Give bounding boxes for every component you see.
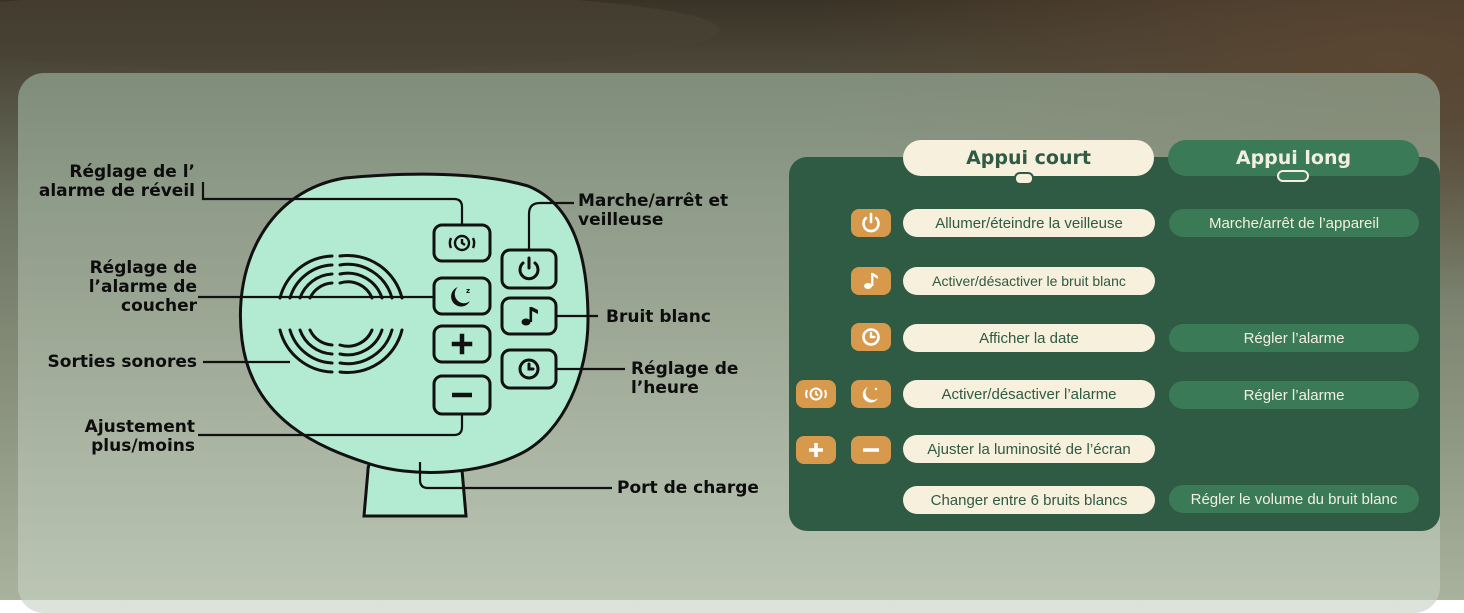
device-bedtime-button[interactable] — [432, 276, 492, 316]
table-plus-button — [796, 436, 836, 464]
row-3-short: Afficher la date — [903, 324, 1155, 352]
moon-icon: z — [451, 287, 470, 307]
device-note-button[interactable] — [500, 296, 558, 336]
clock-icon — [518, 358, 540, 380]
header-short-notch — [1014, 172, 1034, 185]
power-icon — [862, 212, 880, 233]
table-power-button — [851, 209, 891, 237]
music-note-icon — [521, 307, 538, 326]
music-note-icon — [864, 273, 878, 289]
row-5-short: Ajuster la luminosité de l’écran — [903, 435, 1155, 463]
row-1-long: Marche/arrêt de l’appareil — [1169, 209, 1419, 237]
table-note-button — [851, 267, 891, 295]
row-6-short: Changer entre 6 bruits blancs — [903, 486, 1155, 514]
row-4-long: Régler l’alarme — [1169, 381, 1419, 409]
plus-icon — [809, 443, 823, 457]
callout-charging: Port de charge — [617, 478, 759, 498]
callout-time: Réglage de l’heure — [631, 359, 739, 398]
header-long-notch — [1277, 170, 1309, 182]
alarm-clock-icon — [805, 387, 827, 401]
plus-icon — [451, 333, 473, 355]
table-alarm-button — [796, 380, 836, 408]
row-2-short: Activer/désactiver le bruit blanc — [903, 267, 1155, 295]
callout-white-noise: Bruit blanc — [606, 307, 711, 327]
callout-power: Marche/arrêt et veilleuse — [578, 191, 729, 230]
row-1-short: Allumer/éteindre la veilleuse — [903, 209, 1155, 237]
moon-icon — [862, 387, 878, 403]
table-clock-button — [851, 323, 891, 351]
row-4-short: Activer/désactiver l’alarme — [903, 380, 1155, 408]
callout-plus-minus: Ajustement plus/moins — [84, 417, 195, 456]
callout-bed-alarm: Réglage de l’alarme de coucher — [88, 258, 197, 316]
device-diagram: z — [198, 172, 625, 518]
row-6-long: Régler le volume du bruit blanc — [1169, 485, 1419, 513]
clock-icon — [862, 328, 880, 346]
svg-text:z: z — [466, 287, 470, 295]
table-minus-button — [851, 436, 891, 464]
table-moon-button — [851, 380, 891, 408]
header-short-press: Appui court — [903, 140, 1154, 176]
speaker-grille — [278, 254, 404, 374]
callout-wake-alarm: Réglage de l’ alarme de réveil — [38, 162, 195, 201]
row-3-long: Régler l’alarme — [1169, 324, 1419, 352]
device-body — [238, 172, 590, 474]
power-icon — [518, 256, 540, 281]
alarm-clock-icon — [448, 234, 476, 252]
callout-lines — [198, 182, 625, 490]
callout-speakers: Sorties sonores — [47, 352, 197, 372]
minus-icon — [863, 448, 879, 452]
